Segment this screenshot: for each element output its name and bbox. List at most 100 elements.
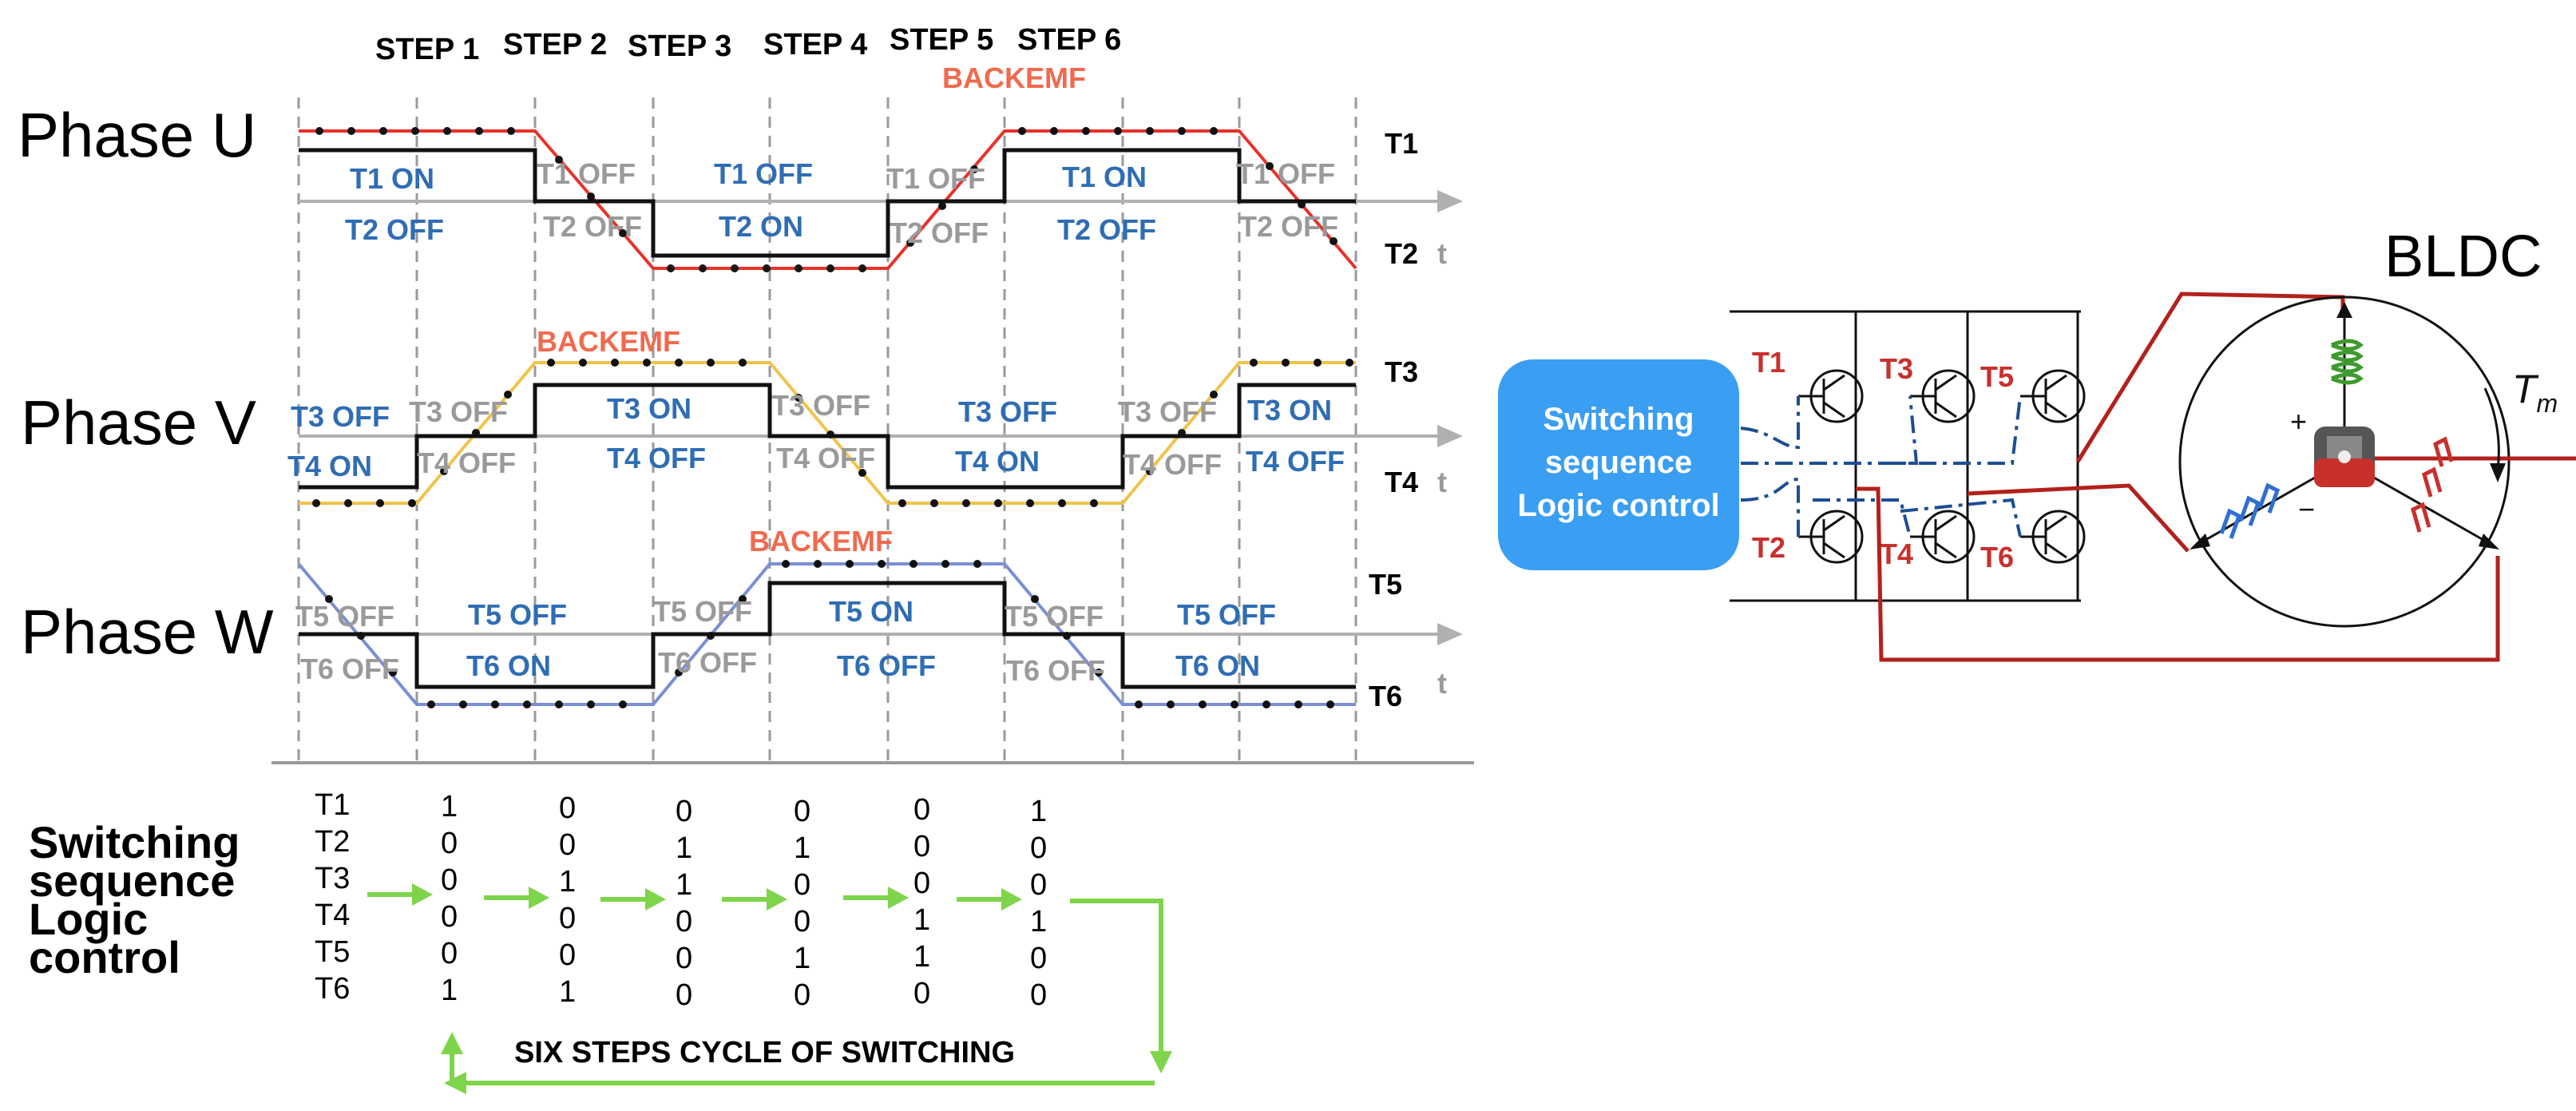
phase-u-lower-state: T2 OFF bbox=[1239, 210, 1338, 243]
phase-v-axis-t: t bbox=[1437, 466, 1447, 498]
sequence-cell: 0 bbox=[441, 937, 458, 970]
phase-w-bottom-row-label: T6 bbox=[1369, 680, 1402, 712]
sequence-cell: 0 bbox=[913, 867, 930, 900]
arrow-icon bbox=[2479, 534, 2499, 550]
arrow-down-icon bbox=[2490, 463, 2506, 482]
arrow-right-icon bbox=[529, 887, 549, 909]
sequence-cell: 0 bbox=[559, 828, 576, 862]
sequence-cell: 1 bbox=[794, 831, 810, 865]
sequence-cell: 0 bbox=[441, 863, 458, 897]
phase-w-lower-state: T6 ON bbox=[1175, 649, 1260, 682]
phase-w-upper-state: T5 ON bbox=[829, 595, 913, 628]
phase-u-top-row-label: T1 bbox=[1385, 127, 1418, 160]
transistor-label: T1 bbox=[1752, 346, 1785, 379]
phase-v-lower-state: T4 OFF bbox=[607, 442, 706, 474]
control-box bbox=[1498, 359, 1739, 570]
control-box-line: sequence bbox=[1545, 445, 1693, 480]
sequence-cell: 1 bbox=[676, 868, 692, 902]
sequence-title-line: control bbox=[29, 932, 180, 982]
sequence-cell: 0 bbox=[794, 978, 810, 1012]
sequence-cell: 1 bbox=[1030, 795, 1047, 828]
step-4-label: STEP 4 bbox=[763, 28, 867, 62]
arrow-right-icon bbox=[1001, 888, 1022, 911]
transistor-icon bbox=[1910, 369, 1976, 423]
arrowhead-icon bbox=[1437, 190, 1463, 212]
phase-v-backemf-label: BACKEMF bbox=[537, 325, 680, 358]
phase-u-switch-signal bbox=[299, 148, 1356, 258]
phase-v-top-row-label: T3 bbox=[1385, 355, 1418, 388]
sequence-cell: 0 bbox=[559, 902, 576, 935]
phase-w-dots bbox=[325, 560, 1334, 708]
sequence-cell: 0 bbox=[676, 942, 692, 975]
transistor-label: T2 bbox=[1752, 531, 1785, 564]
sequence-cell: 0 bbox=[913, 830, 930, 863]
phase-w-upper-state: T5 OFF bbox=[1177, 598, 1276, 631]
sequence-cell: 1 bbox=[794, 942, 810, 975]
sequence-cell: 1 bbox=[441, 790, 458, 823]
phase-u-upper-state: T1 ON bbox=[1062, 161, 1147, 193]
bldc-motor: + − Tm bbox=[2178, 296, 2576, 628]
phase-w-upper-state: T5 OFF bbox=[653, 595, 752, 628]
phase-u-lower-state: T2 OFF bbox=[345, 213, 444, 246]
phase-u-lower-state: T2 OFF bbox=[890, 216, 989, 249]
sequence-cell: 0 bbox=[794, 868, 810, 902]
transistor-icon bbox=[1798, 369, 1864, 423]
arrow-down-icon bbox=[1150, 1051, 1172, 1073]
control-box-line: Logic control bbox=[1517, 488, 1719, 523]
sequence-cell: 0 bbox=[794, 905, 810, 938]
phase-u-backemf-trace bbox=[299, 129, 1357, 270]
torque-arrow bbox=[2483, 387, 2500, 470]
arrow-right-icon bbox=[412, 883, 433, 906]
sequence-cell: 0 bbox=[794, 795, 810, 828]
sequence-cell: 0 bbox=[676, 795, 692, 828]
phase-v-upper-state: T3 OFF bbox=[958, 395, 1057, 428]
phase-v-lower-state: T4 OFF bbox=[1123, 448, 1222, 481]
phase-v-lower-state: T4 OFF bbox=[417, 446, 516, 479]
arrow-up-icon bbox=[441, 1032, 463, 1054]
sequence-row-label: T3 bbox=[315, 862, 350, 895]
sequence-cell: 1 bbox=[913, 903, 930, 937]
coil-blue-icon bbox=[2219, 482, 2281, 539]
phase-v-lower-state: T4 OFF bbox=[1246, 445, 1345, 478]
phase-u-lower-state: T2 ON bbox=[719, 210, 803, 243]
phase-u-upper-state: T1 OFF bbox=[886, 162, 985, 195]
sequence-cell: 0 bbox=[441, 900, 458, 934]
phase-u-upper-state: T1 OFF bbox=[1236, 157, 1335, 190]
phase-v-upper-state: T3 OFF bbox=[1118, 395, 1217, 428]
sequence-row-label: T2 bbox=[315, 825, 350, 859]
phase-u-backemf-label: BACKEMF bbox=[942, 62, 1086, 94]
sequence-cell: 1 bbox=[441, 974, 458, 1007]
phase-u-bottom-row-label: T2 bbox=[1385, 237, 1418, 270]
sequence-cell: 0 bbox=[441, 827, 458, 860]
arrow-left-icon bbox=[444, 1072, 466, 1094]
sequence-cell: 0 bbox=[1030, 868, 1047, 902]
phase-w-top-row-label: T5 bbox=[1369, 568, 1402, 601]
transistor-icons bbox=[1798, 369, 2086, 564]
rotor-magnet-icon bbox=[2314, 427, 2375, 487]
phase-u-dots bbox=[315, 127, 1338, 272]
phase-w-upper-state: T5 OFF bbox=[1005, 600, 1104, 633]
step-2-label: STEP 2 bbox=[503, 28, 607, 62]
phase-w-upper-state: T5 OFF bbox=[468, 598, 567, 631]
phase-w-axis bbox=[299, 623, 1463, 645]
phase-w-axis-t: t bbox=[1437, 667, 1447, 700]
sequence-row-labels: T1 T2 T3 T4 T5 T6 bbox=[315, 788, 350, 1006]
plus-sign: + bbox=[2290, 405, 2307, 438]
sequence-cell: 0 bbox=[559, 792, 576, 825]
phase-w-lower-state: T6 OFF bbox=[658, 646, 757, 679]
phase-v-lower-state: T4 ON bbox=[955, 445, 1040, 478]
sequence-cell: 1 bbox=[913, 940, 930, 974]
transistor-label: T3 bbox=[1880, 352, 1913, 385]
phase-w-title: Phase W bbox=[21, 597, 274, 667]
phase-v-lower-state: T4 OFF bbox=[776, 442, 875, 474]
sequence-cell: 1 bbox=[1030, 905, 1047, 938]
sequence-cell: 1 bbox=[559, 975, 576, 1009]
torque-symbol: T bbox=[2512, 367, 2539, 411]
transistor-labels: T1 T2 T3 T4 T5 T6 bbox=[1752, 346, 2014, 573]
phase-w-backemf-trace bbox=[297, 562, 1356, 706]
sequence-cell: 1 bbox=[676, 831, 692, 865]
coil-red-icon bbox=[2411, 436, 2454, 533]
